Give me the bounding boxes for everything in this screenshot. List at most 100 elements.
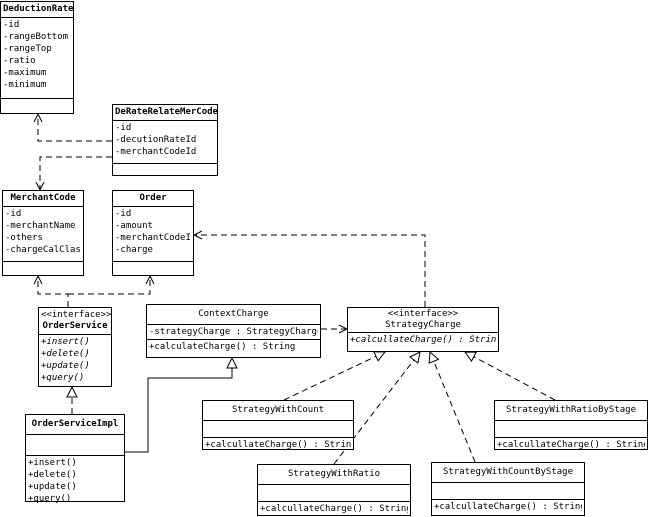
- class-name: StrategyWithRatio: [287, 469, 381, 479]
- attributes-section: [432, 483, 584, 500]
- attribute: -rangeBottom: [3, 32, 69, 42]
- interface-strategy-charge[interactable]: <<interface>> StrategyCharge +calcullate…: [347, 307, 499, 352]
- attribute: -ratio: [3, 56, 36, 66]
- attribute: -id: [3, 20, 20, 30]
- attribute: -id: [115, 123, 132, 133]
- attributes-section: -id -amount -merchantCodeId -charge: [113, 207, 193, 262]
- attributes-section: [203, 421, 353, 438]
- class-name: DeductionRate: [3, 4, 74, 14]
- dependency-relate-to-deduction-rate: [38, 114, 112, 142]
- method: +calcullateCharge() : String: [350, 335, 496, 345]
- class-header: MerchantCode: [3, 191, 83, 207]
- method: +update(): [28, 482, 77, 492]
- attribute: -rangeTop: [3, 44, 52, 54]
- class-strategy-with-count[interactable]: StrategyWithCount +calcullateCharge() : …: [202, 400, 354, 450]
- realization-countbystage-to-strategy: [430, 352, 476, 463]
- method: +delete(): [28, 470, 77, 480]
- class-strategy-with-ratio-by-stage[interactable]: StrategyWithRatioByStage +calcullateChar…: [494, 400, 648, 450]
- attributes-section: [258, 485, 410, 502]
- class-order[interactable]: Order -id -amount -merchantCodeId -charg…: [112, 190, 194, 276]
- method: +update(): [41, 361, 90, 371]
- realization-count-to-strategy: [283, 352, 385, 401]
- class-name: StrategyCharge: [385, 320, 461, 330]
- class-header: OrderServiceImpl: [26, 415, 124, 435]
- methods-section: [113, 164, 217, 172]
- class-name: StrategyWithRatioByStage: [505, 405, 637, 415]
- attributes-section: -id -decutionRateId -merchantCodeId: [113, 121, 217, 164]
- method: +delete(): [41, 349, 90, 359]
- methods-section: [1, 99, 73, 107]
- class-header: StrategyWithRatio: [258, 465, 410, 485]
- class-name: OrderService: [42, 321, 108, 331]
- class-name: StrategyWithCountByStage: [442, 467, 574, 477]
- dependency-relate-to-merchant-code: [40, 156, 112, 190]
- class-strategy-with-ratio[interactable]: StrategyWithRatio +calcullateCharge() : …: [257, 464, 411, 516]
- class-name: MerchantCode: [10, 193, 76, 203]
- attribute: -merchantCodeId: [115, 233, 191, 243]
- attribute: -charge: [115, 245, 153, 255]
- dependency-strategy-to-order: [194, 235, 426, 307]
- attribute: -others: [5, 233, 43, 243]
- attribute: -merchantCodeId: [115, 147, 197, 157]
- method: +insert(): [41, 337, 90, 347]
- attributes-section: -strategyCharge : StrategyCharge: [147, 325, 320, 340]
- dependency-orderservice-to-order: [68, 276, 150, 295]
- class-header: <<interface>> OrderService: [39, 308, 111, 335]
- attributes-section: [495, 421, 647, 438]
- attribute: -strategyCharge : StrategyCharge: [149, 327, 318, 337]
- stereotype-label: <<interface>>: [41, 310, 112, 320]
- association-impl-to-contextcharge: [125, 358, 232, 453]
- class-name: Order: [139, 193, 167, 203]
- attributes-section: [26, 435, 124, 456]
- class-name: DeRateRelateMerCode: [115, 107, 218, 117]
- methods-section: +calcullateCharge() : String: [348, 333, 498, 347]
- methods-section: +calcullateCharge() : String: [203, 438, 353, 452]
- methods-section: +insert() +delete() +update() +query(): [39, 335, 111, 385]
- class-order-service-impl[interactable]: OrderServiceImpl +insert() +delete() +up…: [25, 414, 125, 504]
- method: +query(): [41, 373, 85, 383]
- methods-section: +calcullateCharge() : String: [432, 500, 584, 514]
- class-merchant-code[interactable]: MerchantCode -id -merchantName -others -…: [2, 190, 84, 276]
- method: +insert(): [28, 458, 77, 468]
- class-name: StrategyWithCount: [231, 405, 325, 415]
- class-header: ContextCharge: [147, 305, 320, 325]
- class-strategy-with-count-by-stage[interactable]: StrategyWithCountByStage +calcullateChar…: [431, 462, 585, 516]
- attribute: -maximum: [3, 68, 47, 78]
- class-header: StrategyWithRatioByStage: [495, 401, 647, 421]
- class-header: StrategyWithCountByStage: [432, 463, 584, 483]
- attributes-section: -id -merchantName -others -chargeCalClas…: [3, 207, 83, 262]
- method: +calcullateCharge() : String: [260, 504, 408, 514]
- class-header: StrategyWithCount: [203, 401, 353, 421]
- methods-section: +insert() +delete() +update() +query(): [26, 456, 124, 506]
- methods-section: [3, 262, 83, 270]
- class-header: DeductionRate: [1, 2, 73, 18]
- method: +calcullateCharge() : String: [205, 440, 351, 450]
- dependency-orderservice-to-merchant-code: [38, 276, 69, 307]
- class-header: <<interface>> StrategyCharge: [348, 308, 498, 333]
- attribute: -amount: [115, 221, 153, 231]
- class-name: ContextCharge: [198, 309, 269, 319]
- attribute: -id: [5, 209, 22, 219]
- methods-section: +calcullateCharge() : String: [258, 502, 410, 516]
- class-deduction-rate[interactable]: DeductionRate -id -rangeBottom -rangeTop…: [0, 1, 74, 114]
- methods-section: [113, 262, 193, 270]
- method: +query(): [28, 494, 72, 504]
- interface-order-service[interactable]: <<interface>> OrderService +insert() +de…: [38, 307, 112, 387]
- methods-section: +calcullateCharge() : String: [495, 438, 647, 452]
- stereotype-label: <<interface>>: [387, 309, 459, 319]
- realization-ratiobystage-to-strategy: [465, 352, 556, 401]
- methods-section: +calculateCharge() : String: [147, 340, 320, 354]
- class-header: Order: [113, 191, 193, 207]
- class-header: DeRateRelateMerCode: [113, 105, 218, 121]
- method: +calcullateCharge() : String: [497, 440, 645, 450]
- attribute: -chargeCalClass: [5, 245, 81, 255]
- method: +calculateCharge() : String: [149, 342, 296, 352]
- class-name: OrderServiceImpl: [31, 419, 119, 429]
- attribute: -id: [115, 209, 132, 219]
- class-derate-relate-mer-code[interactable]: DeRateRelateMerCode -id -decutionRateId …: [112, 104, 218, 176]
- class-context-charge[interactable]: ContextCharge -strategyCharge : Strategy…: [146, 304, 321, 358]
- attributes-section: -id -rangeBottom -rangeTop -ratio -maxim…: [1, 18, 73, 99]
- attribute: -minimum: [3, 80, 47, 90]
- method: +calcullateCharge() : String: [434, 502, 582, 512]
